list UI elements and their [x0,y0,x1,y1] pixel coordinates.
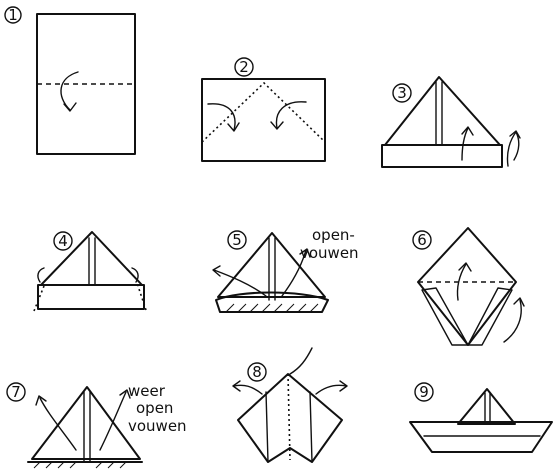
step-number: 4 [58,232,68,250]
step-note-line-2: open [136,399,173,417]
step-note-line-1: open- [312,226,355,244]
hat-brim-curved [216,293,328,313]
pull-line [290,348,312,374]
step-3: 3 [382,77,520,167]
inner-flap-left [266,392,268,462]
step-number: 1 [8,6,18,24]
step-note-line-3: vouwen [128,417,187,435]
step-4: 4 [34,232,146,311]
step-1: 1 [5,6,135,154]
open-arrow-right [100,392,126,450]
paper-sheet [202,79,325,161]
step-number: 9 [419,383,429,401]
step-number: 6 [417,231,427,249]
step-number: 7 [11,383,21,401]
fold-arrow-left [38,268,44,282]
step-6: 6 [413,228,524,345]
hat-brim [38,285,144,309]
boat-sail [458,389,515,424]
step-number: 3 [397,84,407,102]
back-fold-arrow [504,300,521,342]
step-note-line-2: vouwen [300,244,359,262]
step-note-line-1: weer [128,382,166,400]
hatching [226,304,318,312]
step-number: 8 [252,363,262,381]
hat-triangle [41,232,142,285]
arrowhead [462,127,473,135]
arrowhead [514,298,524,306]
step-8: 8 [233,348,347,462]
step-2: 2 [202,58,325,161]
boat-hull [410,422,552,452]
step-number: 5 [232,231,242,249]
step-7: 7 weer open vouwen [7,382,187,468]
diamond-shape [418,228,516,345]
step-5: 5 open- vouwen [213,226,359,312]
step-9: 9 [410,383,552,452]
back-fold-arrow [507,132,518,166]
fold-arrow-left [208,104,235,130]
step-number: 2 [239,58,249,76]
arrowhead [228,123,239,131]
fold-lines [202,83,325,142]
inner-flap-right [310,392,312,462]
hat-brim [382,145,502,167]
